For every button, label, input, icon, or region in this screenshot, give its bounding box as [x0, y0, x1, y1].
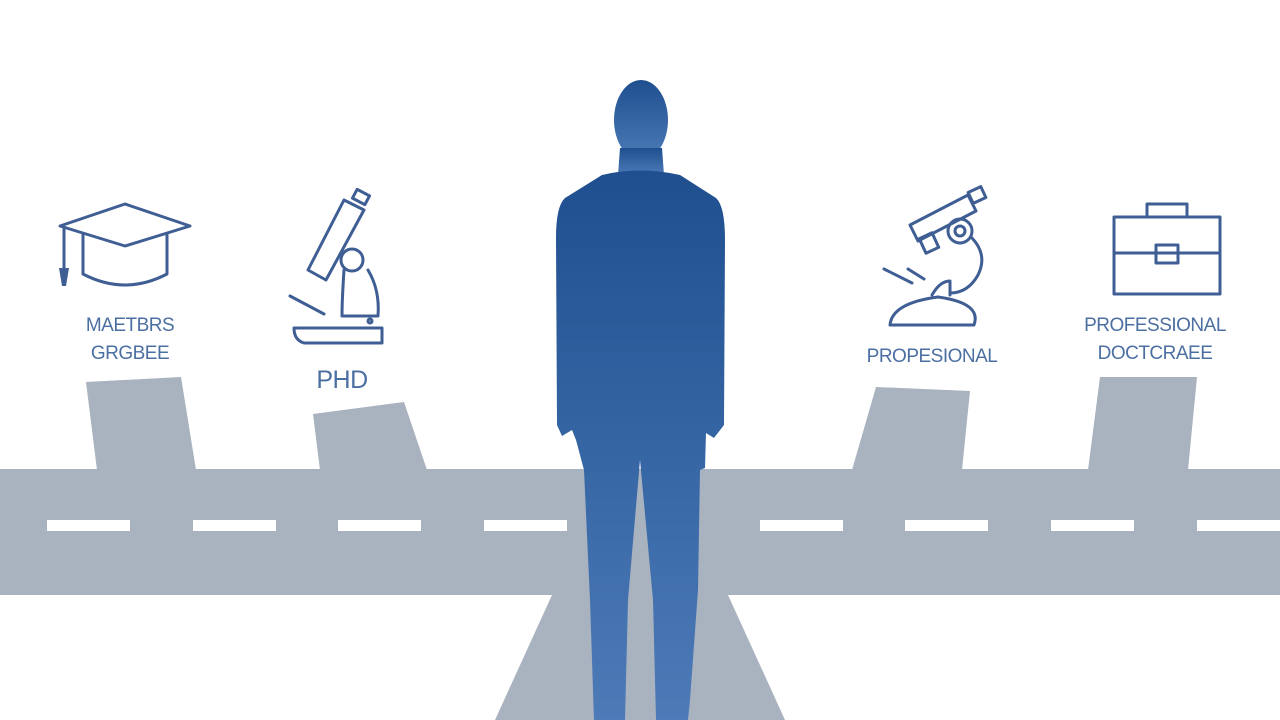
label-line: DOCTCRAEE: [1097, 343, 1213, 364]
label-professional: PROPESIONAL: [842, 343, 1022, 371]
foreground-road: [495, 595, 785, 720]
branch-road-prof-doctorate: [1088, 377, 1197, 470]
label-line: PHD: [316, 366, 368, 394]
label-line: MAETBRS: [85, 315, 175, 336]
label-line: PROFESSIONAL: [1084, 315, 1226, 336]
lane-dashes: [47, 520, 1280, 531]
label-line: GRGBEE: [90, 343, 170, 364]
label-masters-degree: MAETBRS GRGBEE: [50, 312, 210, 368]
branch-road-masters: [86, 377, 196, 470]
graduation-cap-icon: [58, 202, 192, 287]
microscope-icon: [882, 185, 988, 327]
label-line: PROPESIONAL: [866, 346, 998, 367]
person-silhouette: [556, 80, 725, 720]
main-road: [0, 469, 1280, 595]
branch-road-professional: [852, 387, 970, 470]
branch-road-phd: [313, 402, 427, 470]
microscope-icon: [288, 188, 384, 345]
briefcase-icon: [1112, 202, 1222, 296]
label-professional-doctorate: PROFESSIONAL DOCTCRAEE: [1060, 312, 1250, 368]
label-phd: PHD: [292, 366, 392, 394]
